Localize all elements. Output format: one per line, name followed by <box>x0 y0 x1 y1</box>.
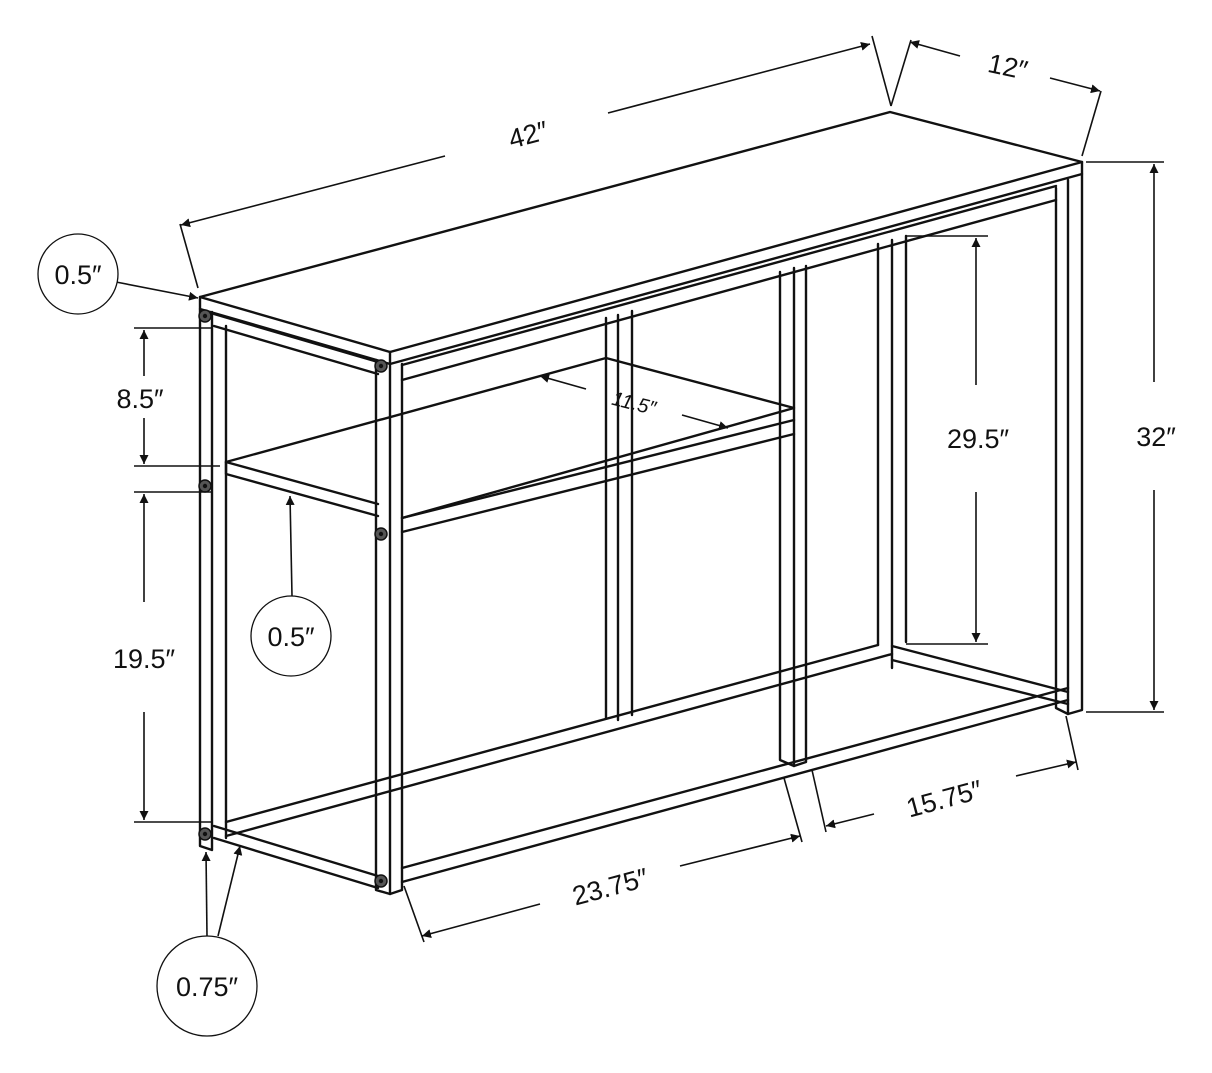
lower-opening-dimension: 19.5″ <box>113 491 212 823</box>
screws <box>198 309 388 888</box>
depth-label: 12″ <box>985 48 1030 86</box>
right-opening-dimension: 29.5″ <box>906 235 1010 645</box>
lower-opening-label: 19.5″ <box>113 644 176 674</box>
screw <box>374 359 388 373</box>
bottom-rails <box>212 643 1070 890</box>
screw <box>374 874 388 888</box>
leg-size-callout: 0.75″ <box>156 845 258 1037</box>
left-front-leg <box>198 307 380 852</box>
top-thickness-label: 0.5″ <box>54 260 102 290</box>
shelf-thickness-label: 0.5″ <box>267 622 315 652</box>
left-bay-label: 23.75″ <box>569 862 652 911</box>
right-bay-label: 15.75″ <box>903 774 986 823</box>
screw <box>374 527 388 541</box>
screw <box>198 479 212 493</box>
leg-size-label: 0.75″ <box>176 972 239 1002</box>
center-divider-leg <box>778 264 808 768</box>
right-front-leg <box>1054 172 1084 716</box>
shelf-thickness-callout: 0.5″ <box>250 495 332 677</box>
upper-opening-label: 8.5″ <box>116 384 164 414</box>
shelf <box>224 356 796 534</box>
height-dimension: 32″ <box>1086 161 1176 713</box>
upper-front-rail <box>400 184 1058 382</box>
height-label: 32″ <box>1136 422 1176 452</box>
screw <box>198 309 212 323</box>
back-legs <box>604 234 908 722</box>
width-label: 42″ <box>505 115 551 154</box>
screw <box>198 827 212 841</box>
right-opening-label: 29.5″ <box>947 424 1010 454</box>
upper-opening-dimension: 8.5″ <box>116 327 220 467</box>
top-thickness-callout: 0.5″ <box>37 233 199 315</box>
middle-front-leg <box>374 358 404 896</box>
width-dimension: 42″ <box>179 35 892 289</box>
table-top <box>198 110 1084 366</box>
left-bay-dimension: 23.75″ <box>403 777 803 943</box>
